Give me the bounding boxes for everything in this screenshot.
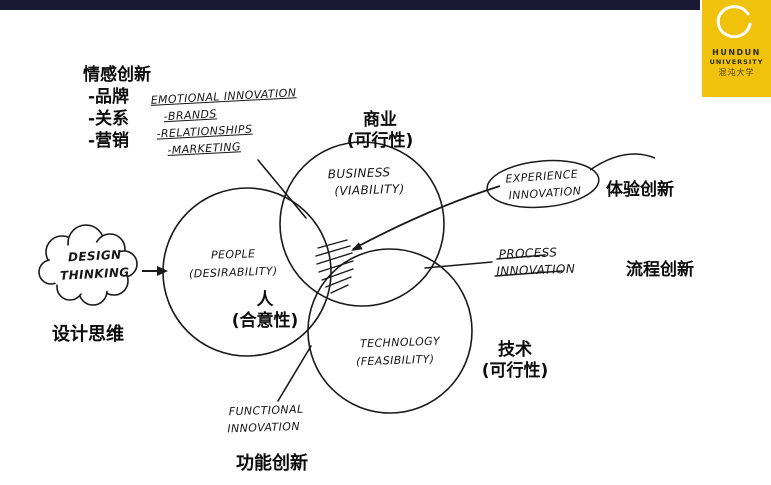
technology-cn-1: 技术 xyxy=(498,340,532,360)
process-connector-line xyxy=(424,254,563,277)
technology-label-en-2: (FEASIBILITY) xyxy=(355,352,435,369)
logo-circle-icon xyxy=(716,5,752,39)
functional-en-2: INNOVATION xyxy=(227,419,301,436)
logo-name: HUNDUN xyxy=(712,48,761,57)
business-cn-1: 商业 xyxy=(363,110,397,130)
top-bar xyxy=(0,0,700,10)
business-cn-2: (可行性) xyxy=(346,131,414,151)
emotional-cn-item: -品牌 xyxy=(88,87,130,107)
technology-label-en-1: TECHNOLOGY xyxy=(359,334,441,351)
emotional-connector-line xyxy=(257,159,307,219)
emotional-cn-title: 情感创新 xyxy=(83,65,151,85)
design-thinking-cloud xyxy=(38,224,138,306)
experience-ellipse xyxy=(486,153,656,209)
people-label-cn: 人 (合意性) xyxy=(222,290,308,332)
process-innovation-en: PROCESS INNOVATION xyxy=(496,244,576,281)
emotional-cn-item: -营销 xyxy=(88,131,130,151)
functional-connector-line xyxy=(277,345,312,402)
emotional-innovation-cn: 情感创新 -品牌 -关系 -营销 xyxy=(83,64,151,152)
experience-innovation-cn: 体验创新 xyxy=(606,180,674,200)
design-thinking-en-1: DESIGN xyxy=(67,247,122,265)
venn-circle-technology xyxy=(307,248,473,414)
functional-innovation-en: FUNCTIONAL INNOVATION xyxy=(227,401,304,438)
venn-circle-business xyxy=(279,141,445,307)
logo-name-cn: 混沌大学 xyxy=(718,68,755,77)
emotional-cn-item: -关系 xyxy=(88,109,130,129)
process-innovation-cn: 流程创新 xyxy=(626,260,694,280)
emotional-innovation-en: EMOTIONAL INNOVATION -BRANDS -RELATIONSH… xyxy=(150,84,299,160)
technology-label-cn: 技术 (可行性) xyxy=(470,340,560,382)
business-en-2: (VIABILITY) xyxy=(334,181,405,199)
process-en-2: INNOVATION xyxy=(496,261,576,279)
people-cn-1: 人 xyxy=(256,290,274,310)
cloud-arrow xyxy=(142,266,168,276)
people-label-en-1: PEOPLE xyxy=(210,247,256,262)
people-cn-2: (合意性) xyxy=(231,311,299,331)
experience-innovation-en: EXPERIENCE INNOVATION xyxy=(505,165,582,204)
design-thinking-cn: 设计思维 xyxy=(52,324,124,345)
functional-innovation-cn: 功能创新 xyxy=(236,453,308,474)
logo-name-2: UNIVERSITY xyxy=(709,58,764,66)
hundun-logo: HUNDUN UNIVERSITY 混沌大学 xyxy=(702,0,771,97)
technology-cn-2: (可行性) xyxy=(481,361,549,381)
business-label-en: BUSINESS (VIABILITY) xyxy=(327,164,405,201)
experience-arrow xyxy=(351,185,501,251)
business-label-cn: 商业 (可行性) xyxy=(335,110,425,152)
center-scribble xyxy=(315,239,354,294)
